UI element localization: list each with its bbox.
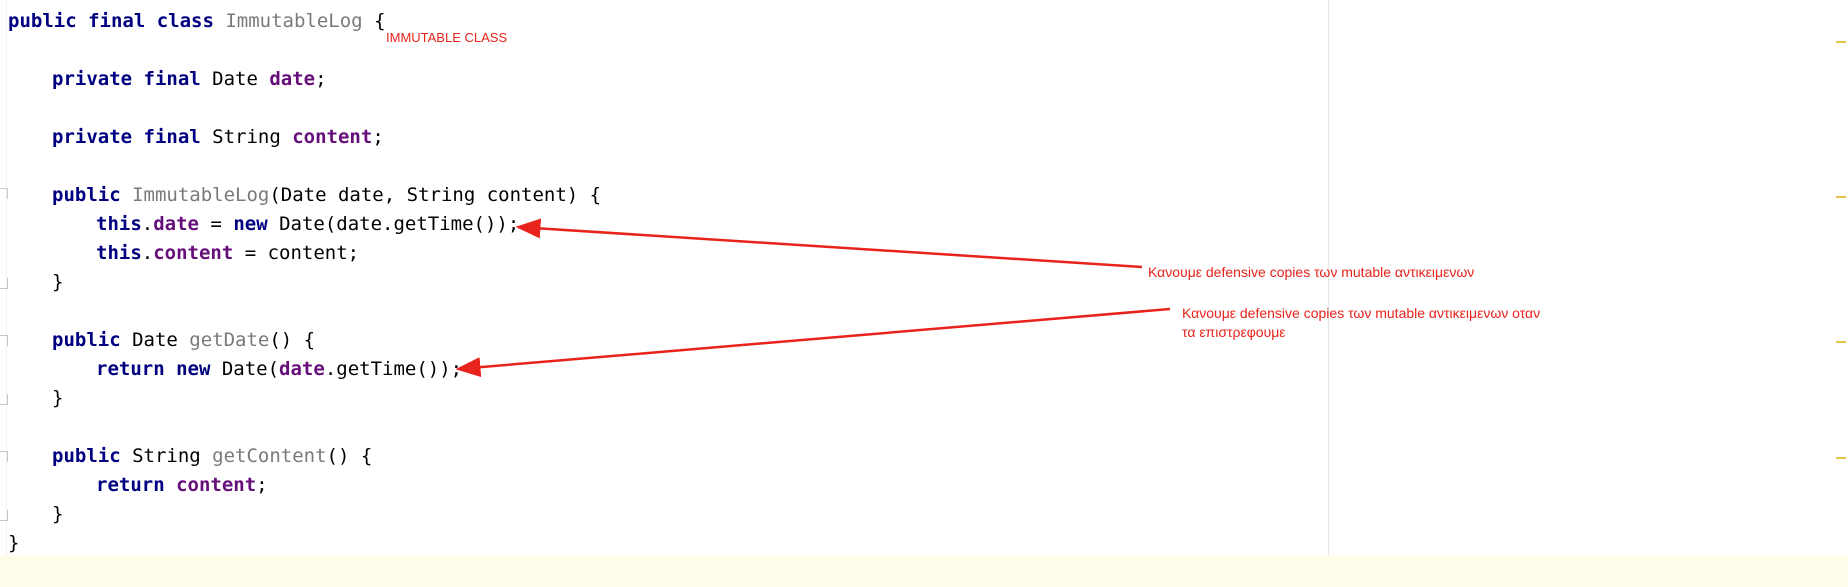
arrow-to-getter-copy [455,307,1171,378]
scroll-marker[interactable] [1836,341,1846,343]
type-name: String [132,445,213,467]
code-line-constructor[interactable]: public ImmutableLog(Date date, String co… [52,181,601,210]
keyword: return [96,358,177,380]
keyword: public [52,445,133,467]
code-text: } [8,532,20,554]
constructor-name: ImmutableLog [132,184,270,206]
code-text: Date(date.getTime()); [267,213,520,235]
code-text: } [52,271,64,293]
type-name: Date [132,329,190,351]
code-line-close-brace[interactable]: } [52,268,63,297]
keyword: public final class [8,10,226,32]
current-line-highlight [0,555,1848,587]
code-line-return-content[interactable]: return content; [96,471,268,500]
fold-marker-icon[interactable] [0,335,8,346]
method-name: getDate [189,329,270,351]
keyword: public [52,329,133,351]
keyword: new [176,358,211,380]
method-name: getContent [212,445,327,467]
gutter-divider [6,0,7,587]
scroll-marker[interactable] [1836,41,1846,43]
code-text: ; [256,474,268,496]
keyword: this [96,213,142,235]
defensive-copy-return-note: Κανουμε defensive copies των mutable αντ… [1182,304,1540,342]
code-line-close-brace[interactable]: } [52,500,63,529]
code-line-content-field[interactable]: private final String content; [52,123,384,152]
code-text: = [198,213,234,235]
scroll-marker[interactable] [1836,457,1846,459]
scroll-marker[interactable] [1836,196,1846,198]
fold-marker-icon[interactable] [0,510,8,521]
code-text: () { [326,445,373,467]
code-text: Date( [210,358,280,380]
code-text: { [362,10,386,32]
note-line: Κανουμε defensive copies των mutable αντ… [1182,305,1541,321]
keyword: public [52,184,133,206]
code-text: (Date date, String content) { [269,184,602,206]
code-text: ; [372,126,384,148]
code-line-assign-date[interactable]: this.date = new Date(date.getTime()); [96,210,519,239]
fold-marker-icon[interactable] [0,451,8,462]
fold-marker-icon[interactable] [0,188,8,199]
code-text: } [52,503,64,525]
field-name: date [153,213,199,235]
keyword: new [233,213,268,235]
field-name: content [292,126,373,148]
code-line-getcontent[interactable]: public String getContent() { [52,442,372,471]
code-line-class-declaration[interactable]: public final class ImmutableLog { [8,7,386,36]
code-text: () { [269,329,316,351]
keyword: private final [52,68,213,90]
code-line-getdate[interactable]: public Date getDate() { [52,326,315,355]
code-text: } [52,387,64,409]
defensive-copy-note: Κανουμε defensive copies των mutable αντ… [1148,264,1475,280]
field-name: content [176,474,257,496]
code-text: ; [315,68,327,90]
arrow-to-constructor-copy [515,218,1143,269]
field-name: date [279,358,325,380]
keyword: this [96,242,142,264]
code-line-return-date[interactable]: return new Date(date.getTime()); [96,355,462,384]
immutable-class-label: IMMUTABLE CLASS [386,30,508,45]
keyword: private final [52,126,213,148]
keyword: return [96,474,177,496]
code-line-date-field[interactable]: private final Date date; [52,65,327,94]
code-text: .getTime()); [324,358,463,380]
class-name: ImmutableLog [225,10,363,32]
field-name: date [269,68,316,90]
right-margin-guide [1328,0,1329,587]
fold-marker-icon[interactable] [0,394,8,405]
code-text: = content; [233,242,360,264]
code-line-close-brace[interactable]: } [52,384,63,413]
code-line-assign-content[interactable]: this.content = content; [96,239,359,268]
type-name: String [212,126,293,148]
type-name: Date [212,68,270,90]
field-name: content [153,242,234,264]
code-text: . [141,213,154,235]
note-line: τα επιστρεφουμε [1182,324,1286,340]
code-line-class-close-brace[interactable]: } [8,529,19,558]
code-text: . [141,242,154,264]
fold-marker-icon[interactable] [0,278,8,289]
